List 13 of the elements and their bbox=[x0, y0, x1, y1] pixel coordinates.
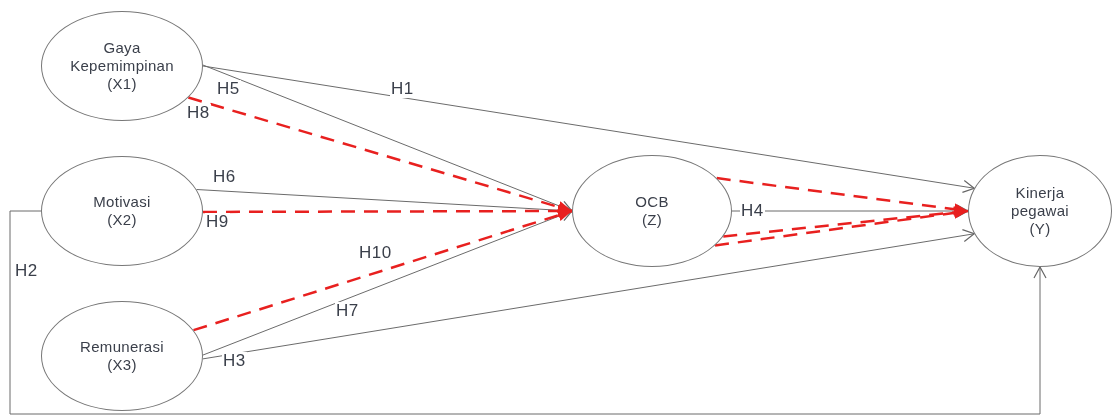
node-label: Motivasi (X2) bbox=[92, 193, 152, 229]
arrow bbox=[9, 210, 1047, 415]
arrow bbox=[202, 229, 975, 360]
node-label: Gaya Kepemimpinan (X1) bbox=[69, 39, 175, 93]
arrow bbox=[714, 206, 969, 247]
arrow bbox=[202, 65, 975, 194]
edge-label: H1 bbox=[390, 80, 415, 98]
node-label: OCB (Z) bbox=[634, 193, 670, 229]
arrow bbox=[193, 209, 573, 332]
node-label: Remunerasi (X3) bbox=[79, 338, 165, 374]
node-label: Kinerja pegawai (Y) bbox=[1010, 184, 1070, 238]
arrow bbox=[188, 96, 573, 213]
arrow bbox=[723, 206, 969, 238]
